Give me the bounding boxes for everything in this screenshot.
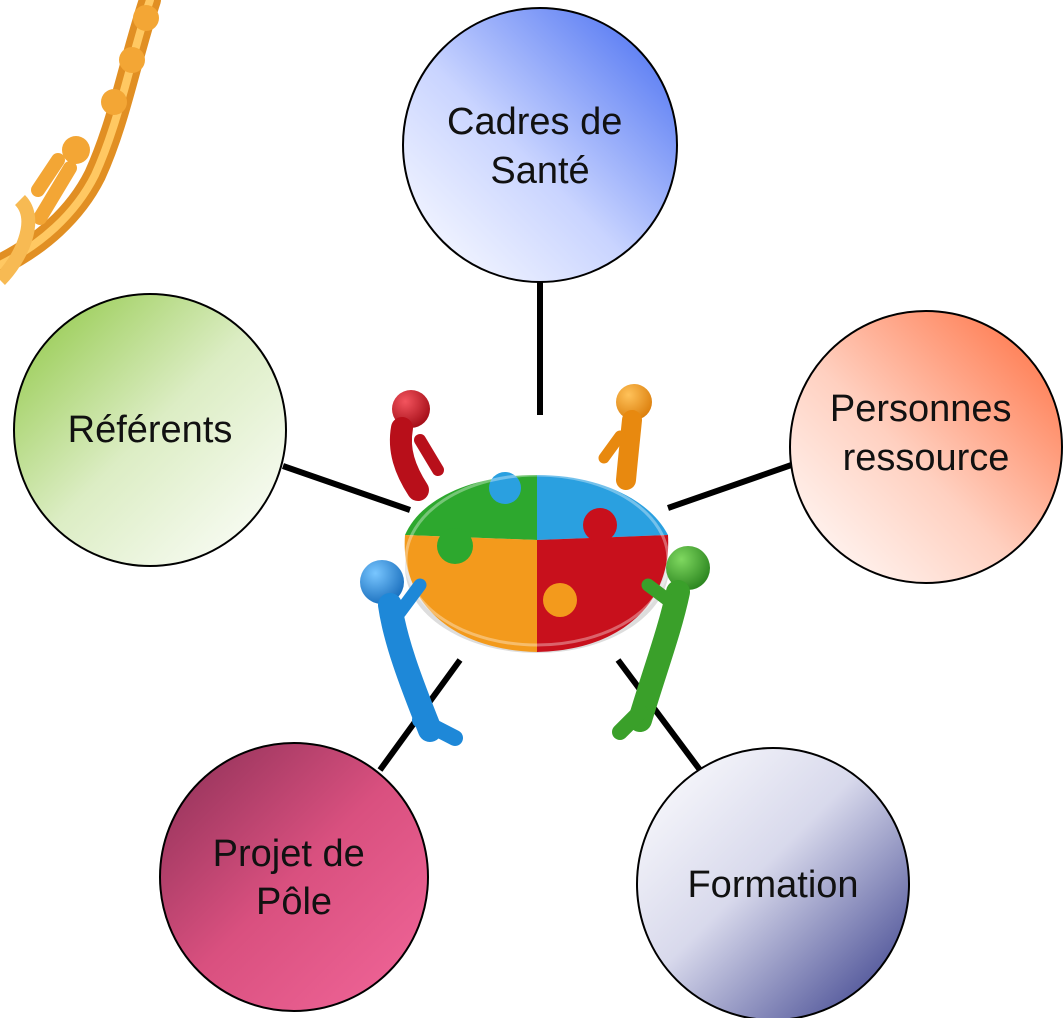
node-projet: Projet de Pôle	[159, 742, 429, 1012]
connector-personnes	[667, 459, 801, 511]
svg-text:Projet de Pôle: Projet de Pôle	[213, 833, 376, 923]
green-figure-icon	[612, 546, 710, 740]
node-personnes: Personnes ressource	[789, 310, 1063, 584]
svg-text:Cadres de Santé: Cadres de Santé	[447, 101, 633, 192]
svg-text:Référents: Référents	[68, 409, 233, 451]
node-formation: Formation	[636, 747, 910, 1018]
connectors	[282, 280, 801, 772]
blue-figure-icon	[360, 560, 463, 746]
red-figure-icon	[389, 390, 444, 501]
node-referents: Référents	[13, 293, 287, 567]
node-cadres-line-2: Santé	[490, 150, 589, 192]
node-formation-line-1: Formation	[687, 864, 858, 906]
climbing-figures-icon	[0, 0, 161, 285]
node-personnes-line-2: ressource	[843, 437, 1010, 479]
svg-text:Formation: Formation	[687, 864, 858, 906]
node-referents-line-1: Référents	[68, 409, 233, 451]
connector-referents	[282, 463, 411, 513]
orange-figure-icon	[598, 384, 652, 490]
node-projet-line-1: Projet de	[213, 833, 365, 875]
node-cadres-line-1: Cadres de	[447, 101, 622, 143]
connector-formation	[615, 658, 703, 772]
puzzle-team-icon	[360, 384, 710, 746]
puzzle-disc	[404, 472, 670, 653]
node-projet-line-2: Pôle	[256, 881, 332, 923]
node-cadres: Cadres de Santé	[402, 7, 678, 283]
node-personnes-line-1: Personnes	[830, 388, 1012, 430]
svg-text:Personnes ressource: Personnes ressource	[830, 388, 1022, 479]
